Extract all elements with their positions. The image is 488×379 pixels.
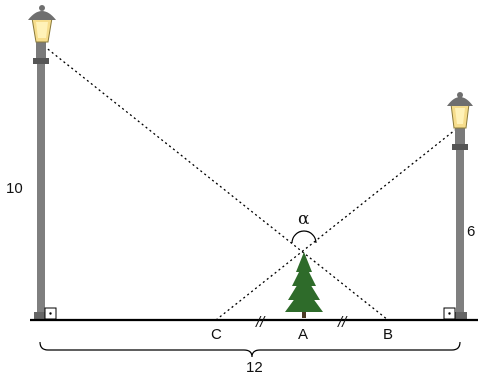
left-pole [37,60,45,320]
left-pole-base [34,312,48,320]
right-pole-base [453,312,467,320]
left-pole-collar [33,58,49,64]
dashed-line-left-lamp-to-b [43,45,389,321]
point-c-label: C [211,326,222,343]
dashed-line-c-to-right-lamp [215,129,456,321]
pine-tree-icon [285,252,323,318]
angle-alpha-label: α [298,209,310,229]
point-b-label: B [383,326,393,343]
point-a-label: A [298,326,308,343]
width-label: 12 [246,359,263,376]
equal-tick-right: // [337,314,348,331]
width-brace [39,341,461,358]
equal-tick-left: // [255,314,266,331]
angle-alpha-arc [291,230,317,244]
right-angle-marker-icon [44,307,57,320]
street-lamp-icon [28,5,56,58]
left-lamp-post [28,5,56,320]
street-lamp-icon [447,92,473,144]
right-lamp-post [447,92,473,320]
right-pole [456,148,464,320]
right-pole-collar [452,144,468,150]
left-height-label: 10 [6,180,23,197]
right-angle-marker-icon [443,307,456,320]
right-height-label: 6 [467,223,475,240]
